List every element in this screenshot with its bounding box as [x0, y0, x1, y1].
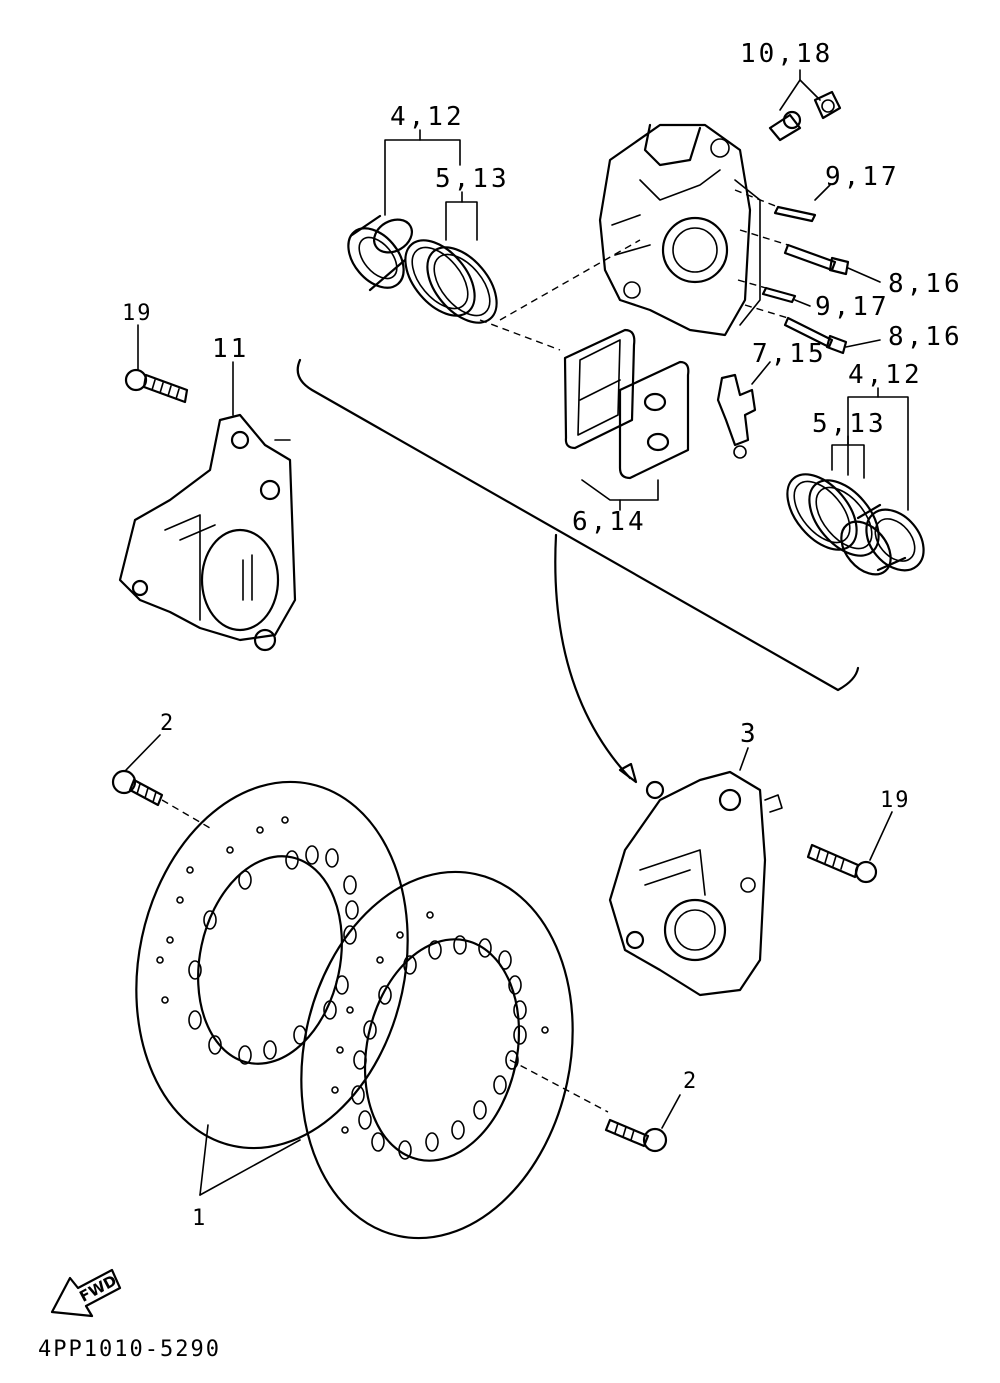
piston-top — [347, 214, 413, 292]
label-disc-bolt-top: 2 — [160, 711, 175, 736]
label-bolt-left: 19 — [122, 301, 153, 326]
brake-disc-rear — [135, 780, 409, 1150]
label-bolt-right: 19 — [880, 788, 911, 813]
assembly-arrowhead — [618, 762, 638, 784]
label-bleed-screw: 10,18 — [740, 39, 833, 69]
pad-pin-a — [773, 205, 817, 223]
seal-top — [404, 239, 498, 324]
pad-spring — [716, 373, 757, 459]
caliper-right — [608, 770, 783, 997]
seal-bottom — [786, 473, 880, 557]
brake-pad-a — [563, 328, 636, 450]
bleed-screw-leader — [779, 79, 821, 111]
label-pin-b: 9,17 — [815, 292, 890, 322]
label-bolt-b: 8,16 — [888, 322, 963, 352]
label-caliper-right: 3 — [740, 719, 759, 749]
exploded-view-bracket — [296, 358, 860, 692]
disc-bolt-top — [111, 769, 164, 807]
label-pad-spring: 7,15 — [752, 339, 827, 369]
caliper-body-exploded — [598, 123, 761, 337]
brake-disc-front — [300, 870, 574, 1240]
pad-bolt-a — [783, 243, 850, 276]
disc-bolt-bottom — [604, 1118, 668, 1153]
piston-bottom — [840, 503, 925, 576]
label-disc: 1 — [192, 1206, 207, 1231]
label-piston-top: 4,12 — [390, 102, 465, 132]
drawing-code: 4PP1010-5290 — [38, 1337, 221, 1362]
bleed-screw — [768, 90, 842, 142]
pad-bolt-b — [783, 316, 848, 355]
label-bolt-a: 8,16 — [888, 269, 963, 299]
caliper-bolt-right — [806, 843, 878, 884]
forward-arrow-icon — [50, 1268, 122, 1318]
assembly-arrow — [554, 533, 632, 780]
caliper-bolt-left — [124, 368, 189, 404]
label-pin-a: 9,17 — [825, 162, 900, 192]
label-pads: 6,14 — [572, 507, 647, 537]
label-piston-bottom: 4,12 — [848, 360, 923, 390]
label-seal-top: 5,13 — [435, 164, 510, 194]
caliper-left — [118, 413, 297, 652]
label-caliper-left: 11 — [212, 334, 249, 364]
pad-pin-b — [761, 286, 797, 304]
brake-pad-b — [618, 360, 690, 480]
label-seal-bottom: 5,13 — [812, 409, 887, 439]
label-disc-bolt-bottom: 2 — [683, 1069, 698, 1094]
